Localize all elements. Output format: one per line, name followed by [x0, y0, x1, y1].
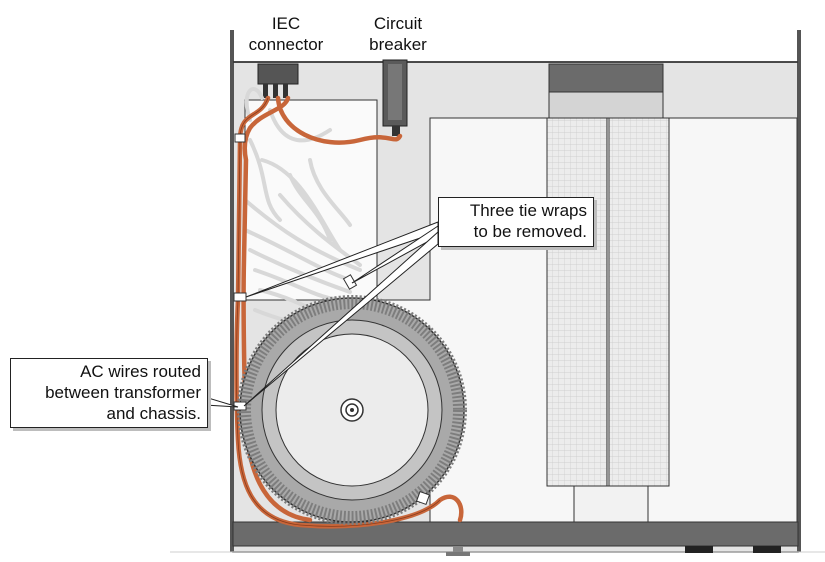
toroidal-transformer-icon [237, 295, 467, 525]
ac-callout-line3: and chassis. [106, 404, 202, 423]
breaker-label-line1: Circuit [373, 14, 423, 33]
iec-connector-label: IEC connector [244, 13, 328, 55]
tie-callout-line1: Three tie wraps [469, 201, 587, 220]
ac-wires-outline [236, 97, 441, 527]
tie-wrap-icon [233, 133, 431, 506]
tie-wrap-leaders [204, 221, 439, 408]
iec-connector-icon [257, 63, 299, 98]
circuit-breaker-label: Circuit breaker [356, 13, 440, 55]
ac-wires-callout: AC wires routed between transformer and … [10, 358, 208, 428]
ac-callout-line1: AC wires routed [80, 362, 201, 381]
heatsink [546, 63, 670, 523]
ac-callout-line2: between transformer [45, 383, 201, 402]
gray-wire-bundle [243, 87, 362, 330]
iec-label-line1: IEC [271, 14, 301, 33]
tie-callout-line2: to be removed. [473, 222, 587, 241]
circuit-breaker-icon [382, 59, 408, 136]
tie-wraps-callout: Three tie wraps to be removed. [438, 197, 594, 247]
breaker-label-line2: breaker [369, 35, 427, 54]
iec-label-line2: connector [248, 35, 324, 54]
